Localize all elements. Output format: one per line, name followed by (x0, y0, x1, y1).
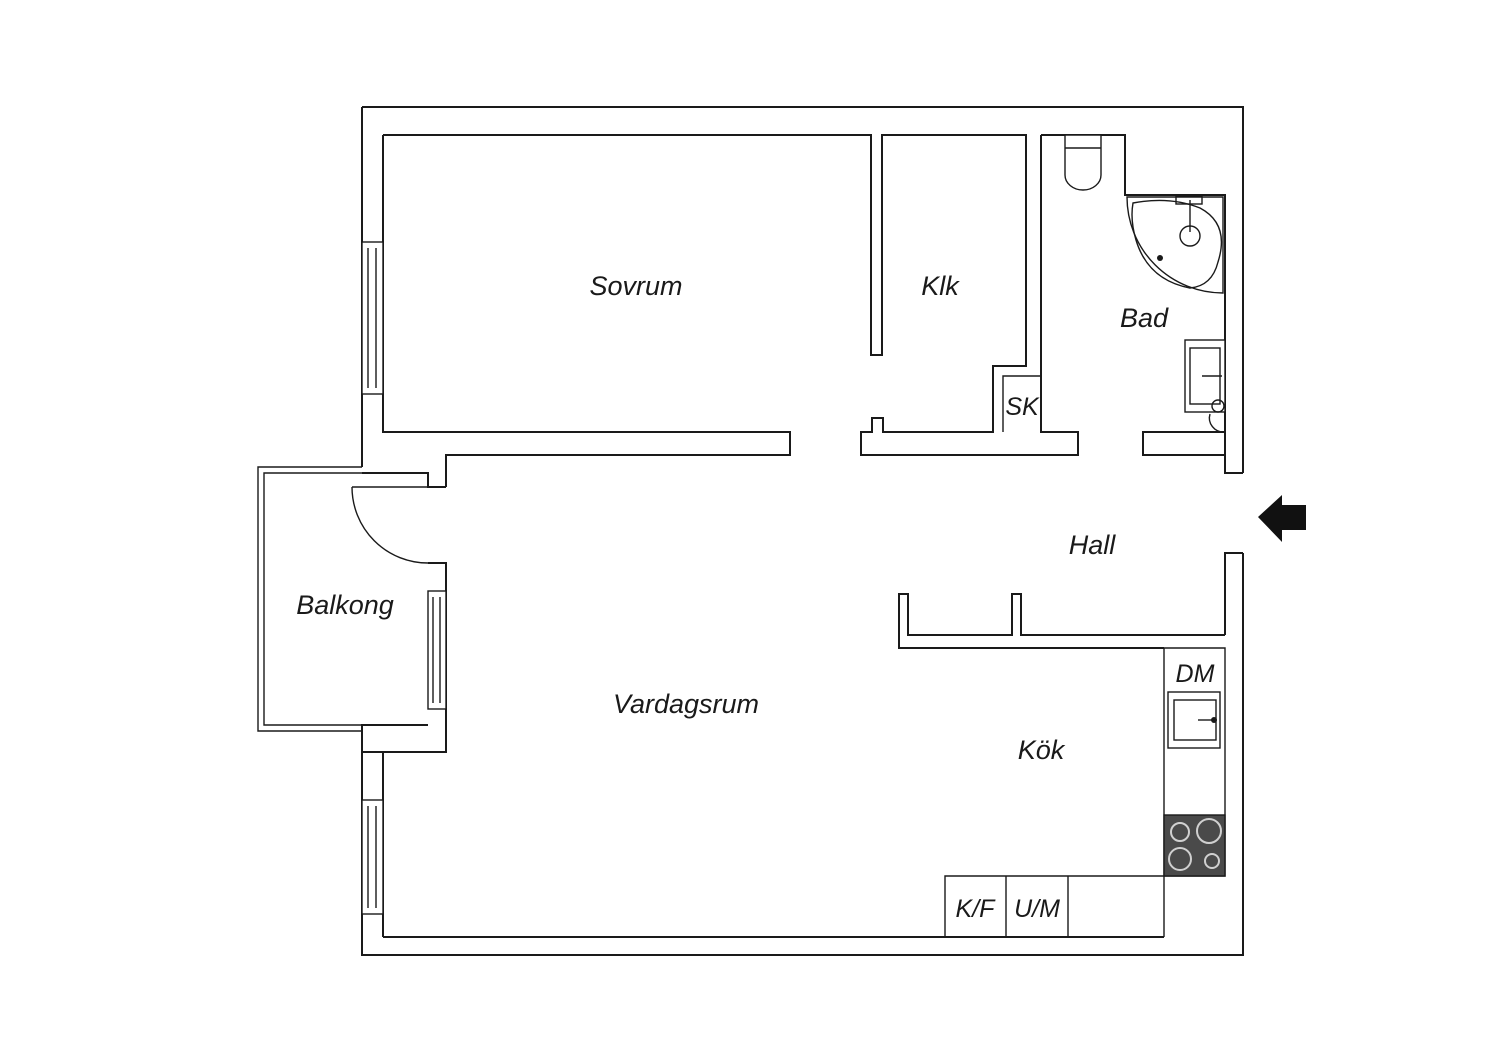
label-klk: Klk (921, 271, 960, 301)
bathroom-sink-icon (1184, 339, 1226, 433)
inner-left-upper-wall (362, 472, 446, 488)
label-hall: Hall (1069, 530, 1117, 560)
bad-walls (1041, 134, 1226, 456)
label-kok: Kök (1018, 735, 1066, 765)
sovrum-bottom-wall (383, 431, 791, 487)
balcony-outline (257, 466, 362, 732)
window-sovrum (361, 241, 384, 395)
label-sk: SK (1005, 393, 1040, 421)
label-bad: Bad (1120, 303, 1169, 333)
label-um: U/M (1014, 895, 1060, 923)
balcony-inner-outline (263, 472, 362, 726)
inner-left-balcony-wall (361, 724, 428, 753)
label-dm: DM (1176, 660, 1215, 688)
label-sovrum: Sovrum (589, 271, 682, 301)
sk-closet (1002, 375, 1041, 432)
label-balkong: Balkong (296, 590, 394, 620)
entrance-arrow-icon (1258, 495, 1306, 542)
label-vardagsrum: Vardagsrum (613, 689, 759, 719)
stove-icon (1163, 814, 1226, 877)
hall-right-wall-lower (1224, 552, 1243, 635)
window-balcony (427, 590, 447, 710)
corner-bathtub-icon (1126, 195, 1224, 294)
hall-wardrobe-walls (898, 593, 1225, 649)
sovrum-walls (383, 134, 1079, 456)
kitchen-sink-icon (1167, 691, 1221, 749)
door-swing-icon (351, 486, 429, 564)
toilet-icon (1064, 134, 1102, 191)
hall-right-wall (1143, 454, 1243, 474)
inner-wall-outline (382, 135, 791, 455)
window-vardagsrum (361, 799, 384, 915)
label-kf: K/F (956, 895, 997, 923)
